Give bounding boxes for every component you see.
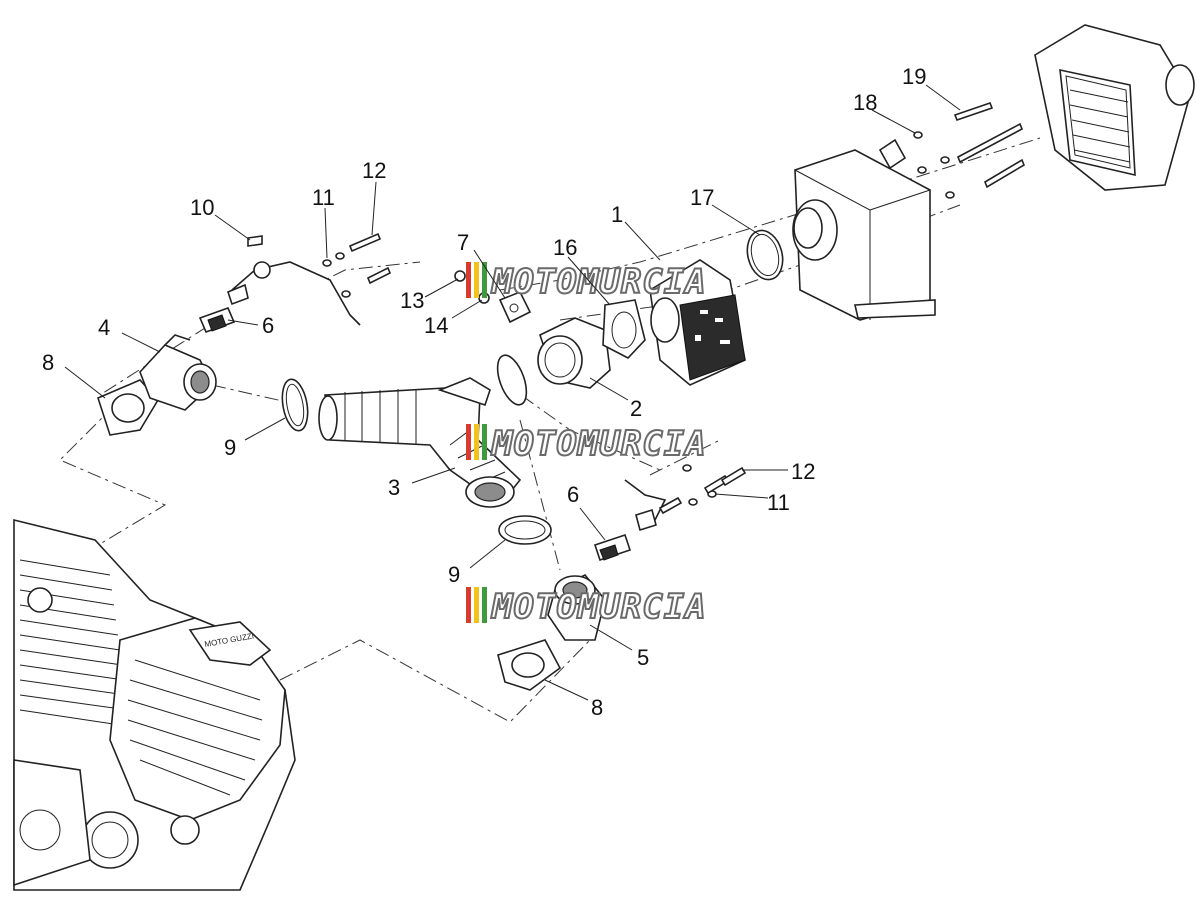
engine-block: MOTO GUZZI xyxy=(13,518,296,891)
watermark-bottom: MOTOMURCIA xyxy=(466,586,707,628)
fuel-rail-left xyxy=(227,261,361,326)
callout-19: 19 xyxy=(902,64,926,89)
callout-14: 14 xyxy=(424,313,448,338)
callout-labels: 1 2 3 4 5 6 6 7 8 8 9 9 10 11 11 12 12 1… xyxy=(42,64,926,720)
callout-2: 2 xyxy=(630,396,642,421)
leader-lines xyxy=(64,84,961,701)
part-2-throttle-adapter xyxy=(537,317,611,389)
part-11-washers-top xyxy=(322,252,351,298)
part-16-gasket xyxy=(602,299,646,359)
part-17-o-ring xyxy=(746,229,784,281)
part-18-washers xyxy=(913,131,955,199)
callout-8: 8 xyxy=(42,350,54,375)
callout-12: 12 xyxy=(791,459,815,484)
watermark-middle: MOTOMURCIA xyxy=(466,423,707,465)
callout-3: 3 xyxy=(388,475,400,500)
callout-12: 12 xyxy=(362,158,386,183)
callout-4: 4 xyxy=(98,315,110,340)
callout-6: 6 xyxy=(567,482,579,507)
part-7-sensor xyxy=(498,290,532,324)
part-12-bolts-right xyxy=(658,466,747,515)
airbox-housing xyxy=(792,138,936,321)
clamp-upper xyxy=(496,354,528,406)
svg-text:MOTOMURCIA: MOTOMURCIA xyxy=(491,262,707,302)
callout-17: 17 xyxy=(690,185,714,210)
part-1-throttle-body xyxy=(649,259,746,386)
callout-13: 13 xyxy=(400,288,424,313)
part-3-intake-hose xyxy=(318,377,522,508)
fuel-rail-right xyxy=(624,479,667,532)
callout-9: 9 xyxy=(448,562,460,587)
callout-6: 6 xyxy=(262,313,274,338)
svg-text:MOTOMURCIA: MOTOMURCIA xyxy=(491,424,707,464)
part-19-long-bolts xyxy=(953,101,1025,189)
callout-11: 11 xyxy=(312,185,335,210)
part-8-gasket-left xyxy=(97,379,159,436)
callout-7: 7 xyxy=(457,230,469,255)
part-12-bolts-top xyxy=(348,232,392,285)
callout-1: 1 xyxy=(611,202,623,227)
svg-text:MOTOMURCIA: MOTOMURCIA xyxy=(491,587,707,627)
part-8-gasket-right xyxy=(497,639,562,691)
callout-16: 16 xyxy=(553,235,577,260)
watermark-top: MOTOMURCIA xyxy=(466,261,707,303)
callout-5: 5 xyxy=(637,645,649,670)
callout-9: 9 xyxy=(224,435,236,460)
part-5-intake-manifold-right xyxy=(547,573,606,641)
part-6-injector-left xyxy=(198,306,236,334)
callout-10: 10 xyxy=(190,195,214,220)
callout-11: 11 xyxy=(767,490,790,515)
air-filter-box xyxy=(1034,24,1195,191)
part-10-screw xyxy=(247,235,263,247)
part-9-clamp-bottom xyxy=(498,515,552,545)
part-13-nut xyxy=(454,270,466,282)
callout-18: 18 xyxy=(853,90,877,115)
part-6-injector-right xyxy=(593,533,632,562)
callout-8: 8 xyxy=(591,695,603,720)
part-4-intake-manifold-left xyxy=(139,334,217,411)
part-9-clamp-left xyxy=(281,378,309,432)
